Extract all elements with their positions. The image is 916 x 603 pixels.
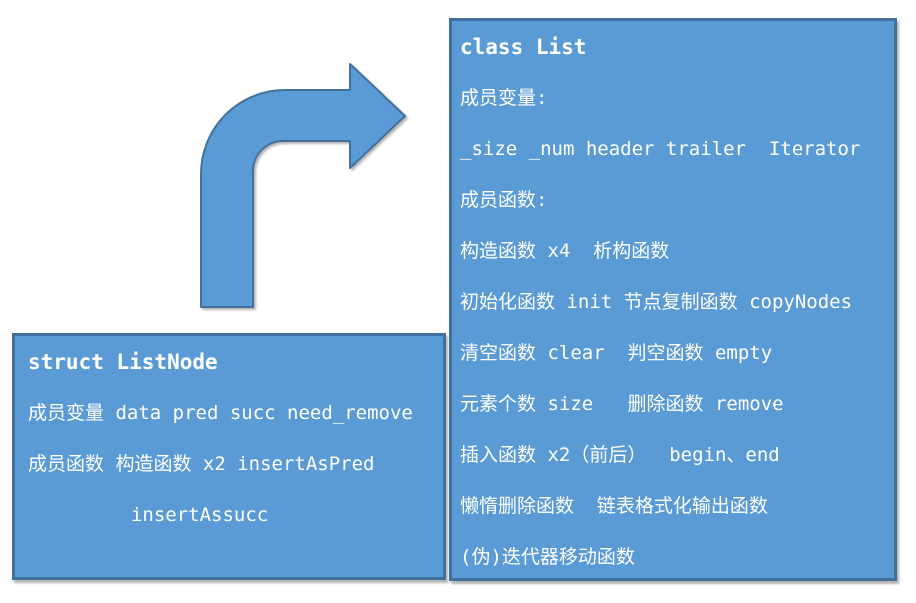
- list-member-functions-heading: 成员函数:: [460, 189, 548, 211]
- struct-listnode-title: struct ListNode: [28, 350, 218, 374]
- class-list-box: class List 成员变量: _size _num header trail…: [449, 18, 897, 581]
- struct-listnode-box: struct ListNode 成员变量 data pred succ need…: [12, 333, 446, 580]
- list-insert-begin-end-line: 插入函数 x2（前后） begin、end: [460, 444, 780, 466]
- list-member-variables-line: _size _num header trailer Iterator: [460, 138, 861, 160]
- list-iterator-move-line: (伪)迭代器移动函数: [460, 546, 635, 568]
- listnode-member-variables-line: 成员变量 data pred succ need_remove: [28, 402, 413, 424]
- list-lazy-delete-print-line: 懒惰删除函数 链表格式化输出函数: [460, 495, 768, 517]
- listnode-member-functions-line: 成员函数 构造函数 x2 insertAsPred: [28, 453, 375, 475]
- list-constructors-line: 构造函数 x4 析构函数: [460, 240, 670, 262]
- list-size-remove-line: 元素个数 size 删除函数 remove: [460, 393, 784, 415]
- listnode-member-functions-continuation-line: insertAssucc: [28, 504, 269, 526]
- list-member-variables-heading: 成员变量:: [460, 87, 548, 109]
- class-list-title: class List: [460, 35, 587, 59]
- list-init-copynodes-line: 初始化函数 init 节点复制函数 copyNodes: [460, 291, 853, 313]
- list-clear-empty-line: 清空函数 clear 判空函数 empty: [460, 342, 773, 364]
